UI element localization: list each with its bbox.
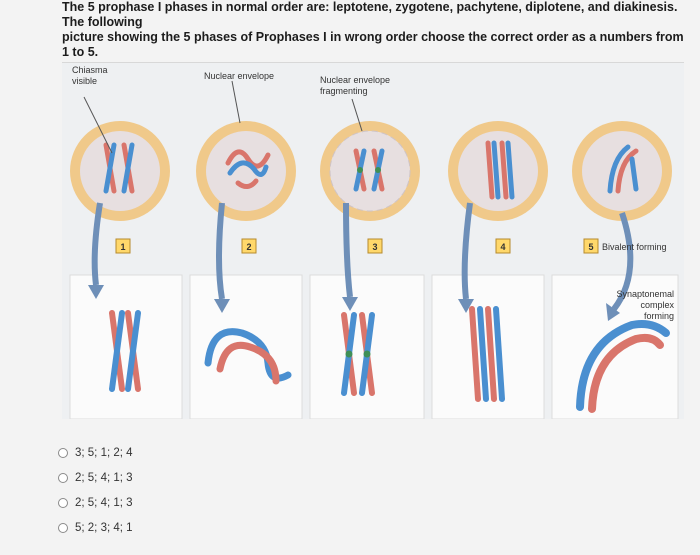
panel-4-chromosomes [469, 306, 505, 402]
label-chiasma-line-1: Chiasma [72, 65, 108, 75]
chromosomes-cell-1 [103, 142, 135, 194]
radio-button[interactable] [58, 447, 68, 458]
label-synaptonemal-line-2: complex [640, 300, 674, 310]
stage-arrows [91, 202, 634, 311]
label-synaptonemal-line-1: Synaptonemal [616, 289, 674, 299]
stage-number-5: 5 [588, 242, 593, 252]
answer-option-label: 5; 2; 3; 4; 1 [75, 521, 133, 534]
answer-option-label: 2; 5; 4; 1; 3 [75, 471, 133, 484]
chromosomes-cell-3 [353, 148, 385, 192]
question-text: The 5 prophase I phases in normal order … [62, 0, 692, 60]
label-chiasma-line-2: visible [72, 76, 97, 86]
stage-number-3: 3 [372, 242, 377, 252]
chromosomes-cell-4 [485, 140, 515, 200]
fragmenting-pointer [351, 98, 363, 132]
cell-3 [320, 121, 420, 221]
cell-1 [70, 121, 170, 221]
chromosomes-cell-2 [225, 149, 271, 189]
radio-button[interactable] [58, 497, 68, 508]
question-line-1: The 5 prophase I phases in normal order … [62, 0, 678, 29]
answer-option-4[interactable]: 5; 2; 3; 4; 1 [58, 515, 133, 540]
label-bivalent-forming: Bivalent forming [602, 242, 667, 252]
label-fragmenting-line-2: fragmenting [320, 86, 368, 96]
answer-option-1[interactable]: 3; 5; 1; 2; 4 [58, 440, 133, 465]
answer-option-3[interactable]: 2; 5; 4; 1; 3 [58, 490, 133, 515]
stage-number-4: 4 [500, 242, 505, 252]
panel-1 [69, 274, 183, 419]
panel-3-chromosomes [341, 312, 375, 396]
prophase-diagram: 1 2 3 4 5 Chiasma visible Nuclear envelo… [69, 65, 679, 419]
answer-option-label: 3; 5; 1; 2; 4 [75, 446, 133, 459]
panel-2-chromosomes [204, 328, 292, 385]
chiasma-pointer [83, 96, 113, 154]
label-synaptonemal-line-3: forming [644, 311, 674, 321]
panel-1-chromosomes [109, 310, 141, 392]
answer-options: 3; 5; 1; 2; 4 2; 5; 4; 1; 3 2; 5; 4; 1; … [58, 440, 133, 540]
label-nuclear-envelope: Nuclear envelope [204, 71, 274, 81]
stage-arrowheads [88, 285, 620, 321]
answer-option-label: 2; 5; 4; 1; 3 [75, 496, 133, 509]
chromosomes-cell-5 [607, 144, 639, 194]
stage-number-boxes [115, 238, 599, 254]
stage-number-2: 2 [246, 242, 251, 252]
stage-number-1: 1 [120, 242, 125, 252]
panel-5-chromosomes [576, 320, 670, 413]
label-fragmenting-line-1: Nuclear envelope [320, 75, 390, 85]
prophase-figure: 1 2 3 4 5 Chiasma visible Nuclear envelo… [62, 62, 684, 419]
envelope-pointer [231, 80, 241, 124]
answer-option-2[interactable]: 2; 5; 4; 1; 3 [58, 465, 133, 490]
cell-2 [196, 121, 296, 221]
radio-button[interactable] [58, 522, 68, 533]
radio-button[interactable] [58, 472, 68, 483]
question-line-2: picture showing the 5 phases of Prophase… [62, 30, 684, 59]
